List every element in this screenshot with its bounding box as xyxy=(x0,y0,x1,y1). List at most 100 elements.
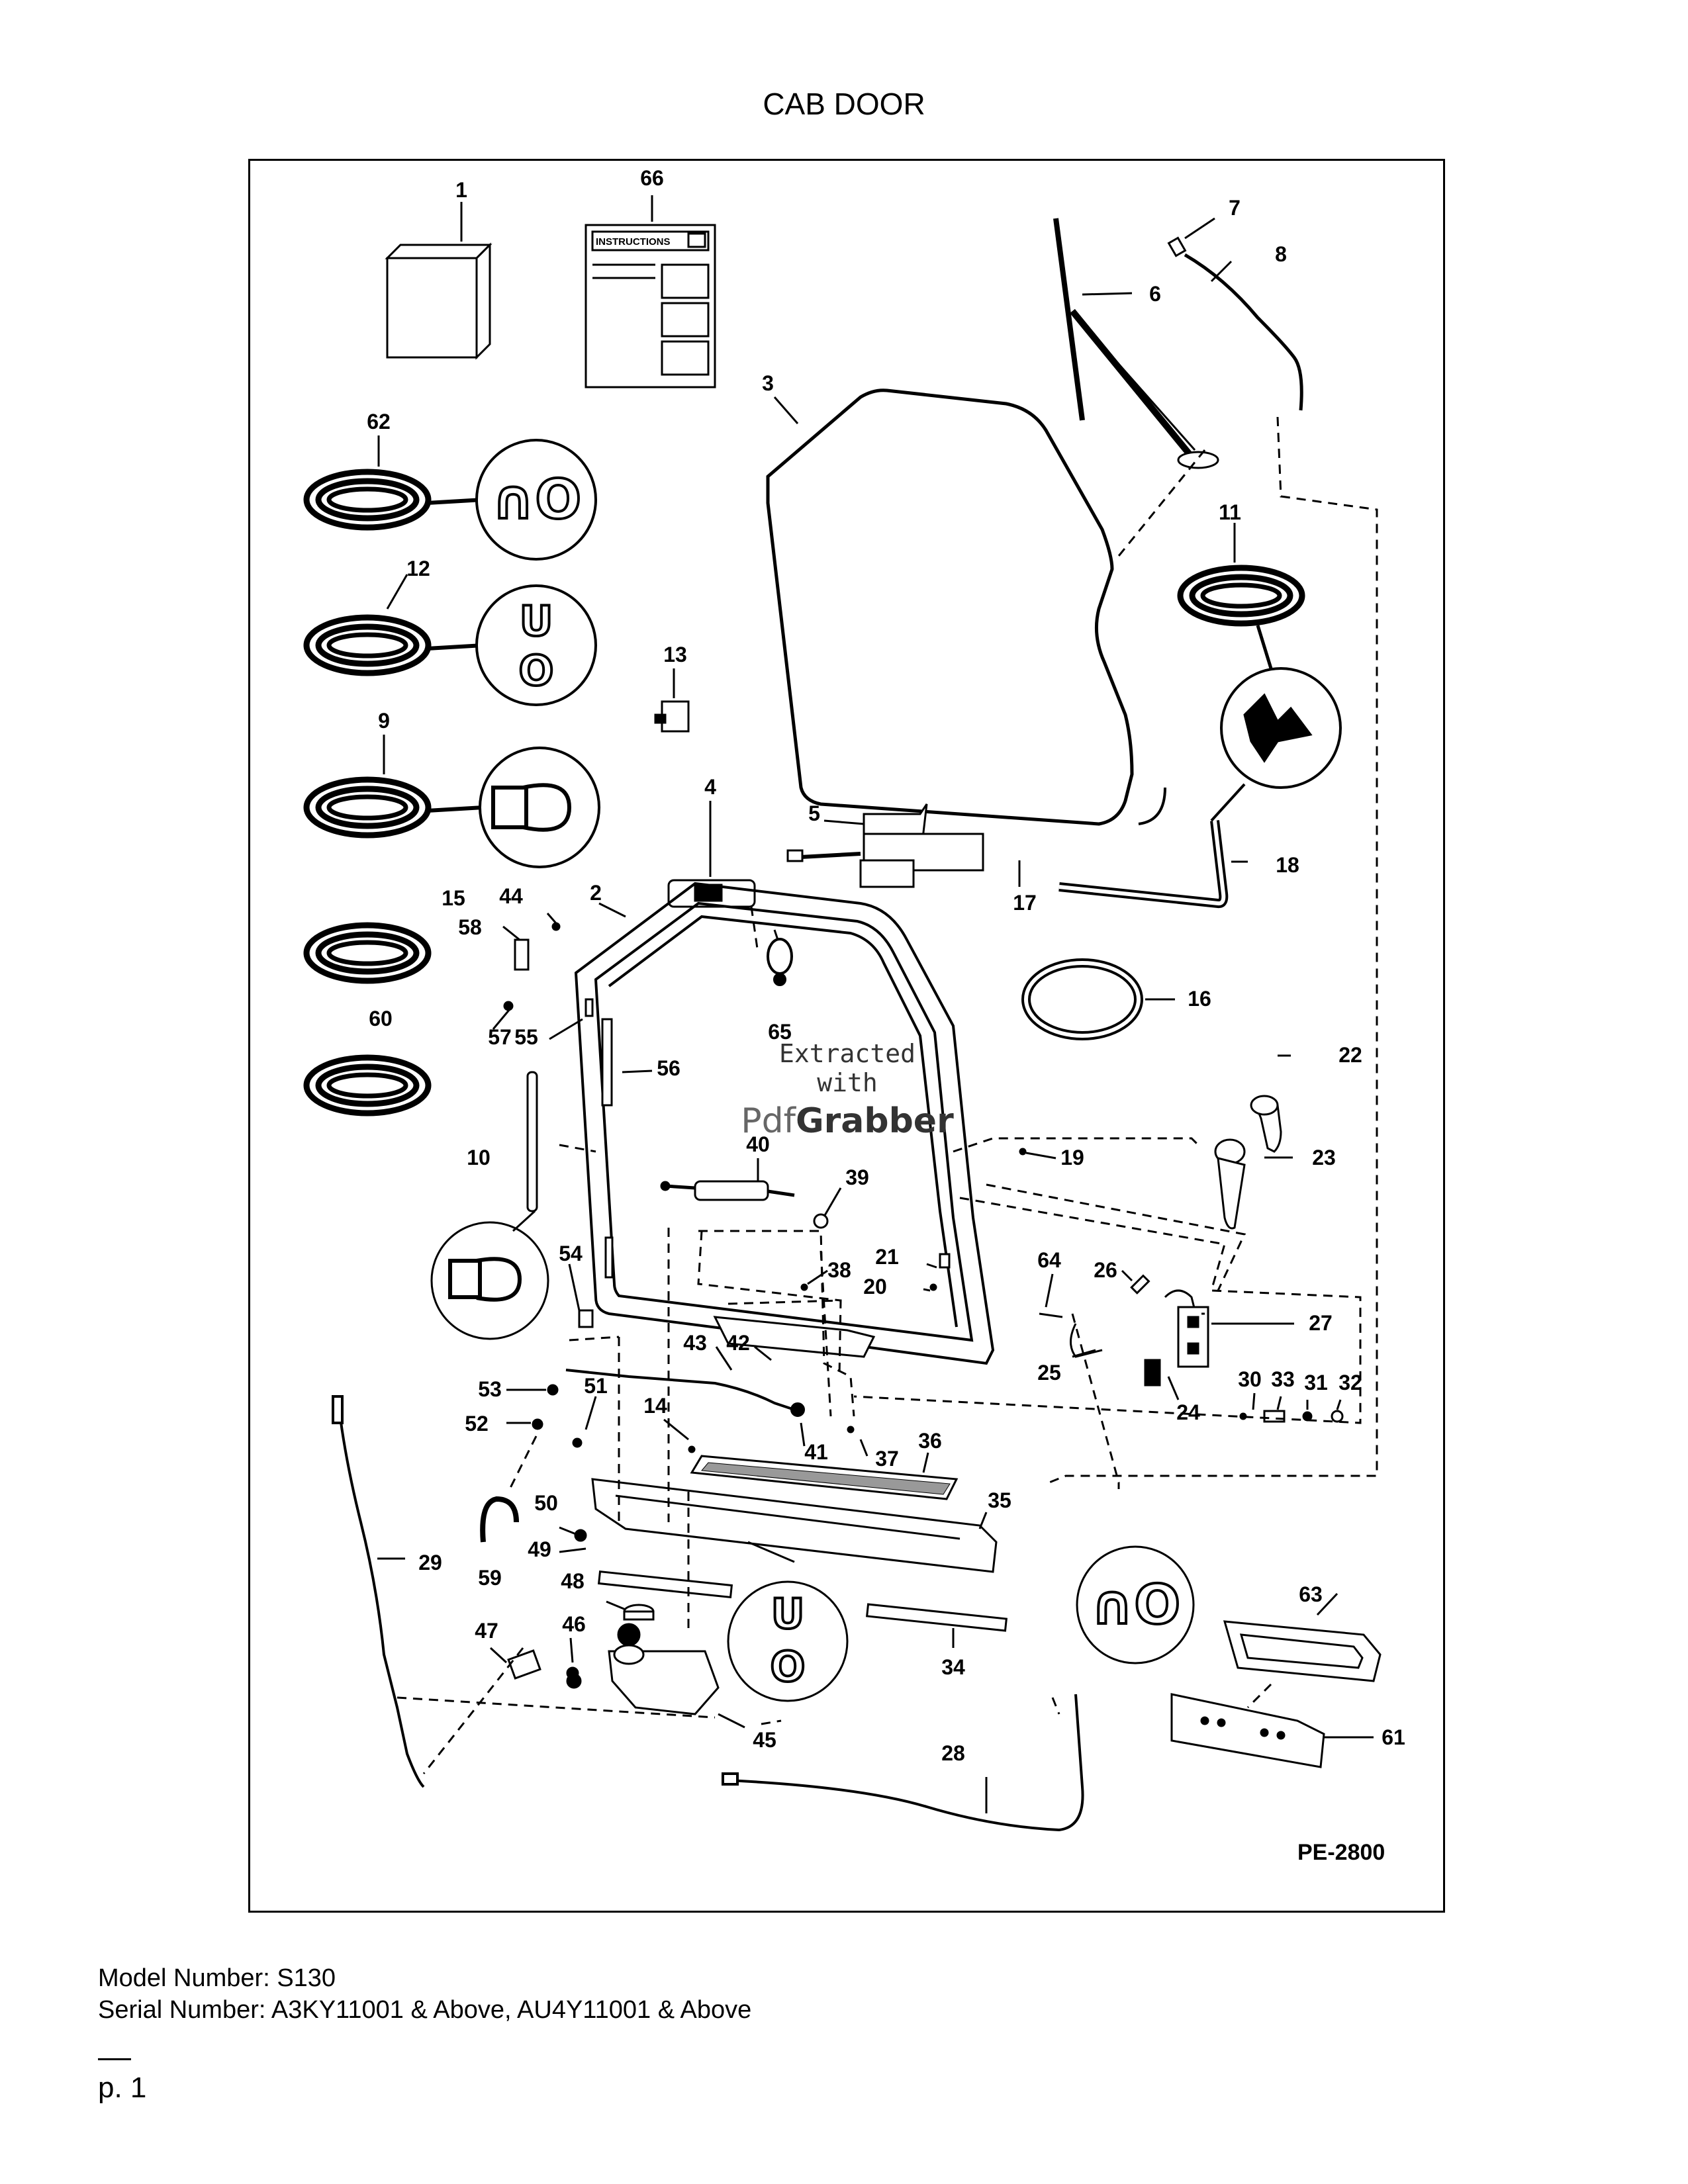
watermark: Extracted with PdfGrabber xyxy=(728,1039,966,1141)
callout-3: 3 xyxy=(762,371,774,395)
callout-8: 8 xyxy=(1275,242,1287,266)
callout-58: 58 xyxy=(458,915,482,939)
callout-27: 27 xyxy=(1309,1311,1333,1335)
callout-33: 33 xyxy=(1271,1367,1295,1391)
watermark-brand-a: Pdf xyxy=(741,1101,796,1141)
callout-53: 53 xyxy=(478,1377,502,1401)
callout-17: 17 xyxy=(1013,891,1037,915)
callout-16: 16 xyxy=(1188,987,1211,1011)
callout-15: 15 xyxy=(442,886,465,910)
callout-64: 64 xyxy=(1037,1248,1061,1272)
callout-59: 59 xyxy=(478,1566,502,1590)
dashed-lines xyxy=(397,416,1378,1774)
callout-54: 54 xyxy=(559,1242,583,1265)
instruction-sheet-part-66 xyxy=(585,224,716,388)
drawing-number: PE-2800 xyxy=(1297,1840,1385,1865)
callout-2: 2 xyxy=(590,881,602,905)
box-part-1 xyxy=(385,242,492,360)
callout-35: 35 xyxy=(988,1488,1011,1512)
callout-6: 6 xyxy=(1149,282,1161,306)
pins-parts-30-33 xyxy=(1239,1410,1344,1423)
callout-44: 44 xyxy=(499,884,523,908)
pump-part-47 xyxy=(507,1649,582,1689)
document-info: Model Number: S130 Serial Number: A3KY11… xyxy=(98,1962,751,2026)
seal-coil-part-60 xyxy=(306,1058,428,1113)
callout-10: 10 xyxy=(467,1146,491,1169)
callout-22: 22 xyxy=(1338,1043,1362,1067)
plate-part-61 xyxy=(1170,1693,1325,1768)
hose-part-59 xyxy=(480,1496,519,1543)
callout-21: 21 xyxy=(875,1245,899,1269)
svg-text:U: U xyxy=(771,1590,804,1638)
cap-part-48 xyxy=(623,1604,655,1621)
seal-coil-part-9 xyxy=(306,747,600,868)
watermark-brand-b: Grabber xyxy=(795,1101,954,1141)
door-glass-part-3 xyxy=(766,388,1134,826)
callout-57: 57 xyxy=(488,1025,512,1049)
callout-4: 4 xyxy=(704,775,716,799)
callout-51: 51 xyxy=(584,1374,608,1398)
callout-28: 28 xyxy=(941,1741,965,1765)
bottom-bar-part-35 xyxy=(591,1478,998,1573)
callout-26: 26 xyxy=(1094,1258,1117,1282)
gas-strut-part-40 xyxy=(660,1180,829,1229)
harness-part-28 xyxy=(722,1694,1084,1832)
callout-7: 7 xyxy=(1229,196,1241,220)
handle-part-23 xyxy=(1214,1138,1246,1230)
instructions-label: INSTRUCTIONS xyxy=(596,236,671,248)
page-separator xyxy=(98,2058,131,2060)
handle-part-63: ∩O xyxy=(1076,1545,1382,1682)
page-title: CAB DOOR xyxy=(763,87,925,121)
seal-coil-part-62: ∩O xyxy=(306,439,597,561)
wiper-arm-part-6 xyxy=(1053,218,1219,469)
leader-lines xyxy=(377,195,1374,1813)
svg-text:U: U xyxy=(520,597,553,645)
grille-part-36 xyxy=(690,1455,959,1500)
washer-bottle-part-45 xyxy=(608,1623,720,1715)
page-number: p. 1 xyxy=(98,2071,147,2104)
door-frame-part-2 xyxy=(574,882,995,1365)
callout-32: 32 xyxy=(1338,1371,1362,1394)
callout-29: 29 xyxy=(418,1551,442,1574)
seal-strip-part-34: U O xyxy=(597,1570,1008,1702)
model-number: Model Number: S130 xyxy=(98,1964,336,1992)
callout-40: 40 xyxy=(746,1132,770,1156)
seal-strip-part-18 xyxy=(1058,783,1246,909)
callout-labels: 1 66 7 8 6 3 62 11 12 13 9 4 5 17 18 15 … xyxy=(367,166,1405,1765)
callout-19: 19 xyxy=(1060,1146,1084,1169)
callout-42: 42 xyxy=(726,1331,750,1355)
fasteners xyxy=(503,922,1027,1680)
callout-48: 48 xyxy=(561,1569,585,1593)
callout-55: 55 xyxy=(514,1025,538,1049)
callout-39: 39 xyxy=(845,1165,869,1189)
callout-38: 38 xyxy=(827,1258,851,1282)
callout-47: 47 xyxy=(475,1619,498,1643)
callout-41: 41 xyxy=(804,1440,828,1464)
callout-50: 50 xyxy=(534,1491,558,1515)
callout-18: 18 xyxy=(1276,853,1299,877)
callout-20: 20 xyxy=(863,1275,887,1298)
callout-30: 30 xyxy=(1238,1367,1262,1391)
diagram-frame xyxy=(248,159,1445,1913)
washer-hose-part-8 xyxy=(1167,236,1303,411)
harness-part-29 xyxy=(332,1395,425,1788)
wiper-motor-part-5 xyxy=(786,803,984,888)
callout-25: 25 xyxy=(1037,1361,1061,1385)
callout-24: 24 xyxy=(1176,1400,1200,1424)
callout-31: 31 xyxy=(1304,1371,1328,1394)
svg-text:O: O xyxy=(519,647,554,695)
callout-1: 1 xyxy=(455,178,467,202)
seal-coil-part-11 xyxy=(1180,568,1342,789)
callout-11: 11 xyxy=(1219,500,1241,524)
handle-part-22 xyxy=(1250,1095,1282,1153)
callout-45: 45 xyxy=(753,1728,776,1752)
callout-60: 60 xyxy=(369,1007,393,1030)
callout-61: 61 xyxy=(1382,1725,1405,1749)
wire-coil-part-16 xyxy=(1021,958,1143,1040)
callout-12: 12 xyxy=(406,557,430,580)
svg-text:∩O: ∩O xyxy=(1090,1574,1180,1637)
latch-part-27 xyxy=(1039,1274,1209,1387)
callout-9: 9 xyxy=(378,709,390,733)
callout-49: 49 xyxy=(528,1537,551,1561)
